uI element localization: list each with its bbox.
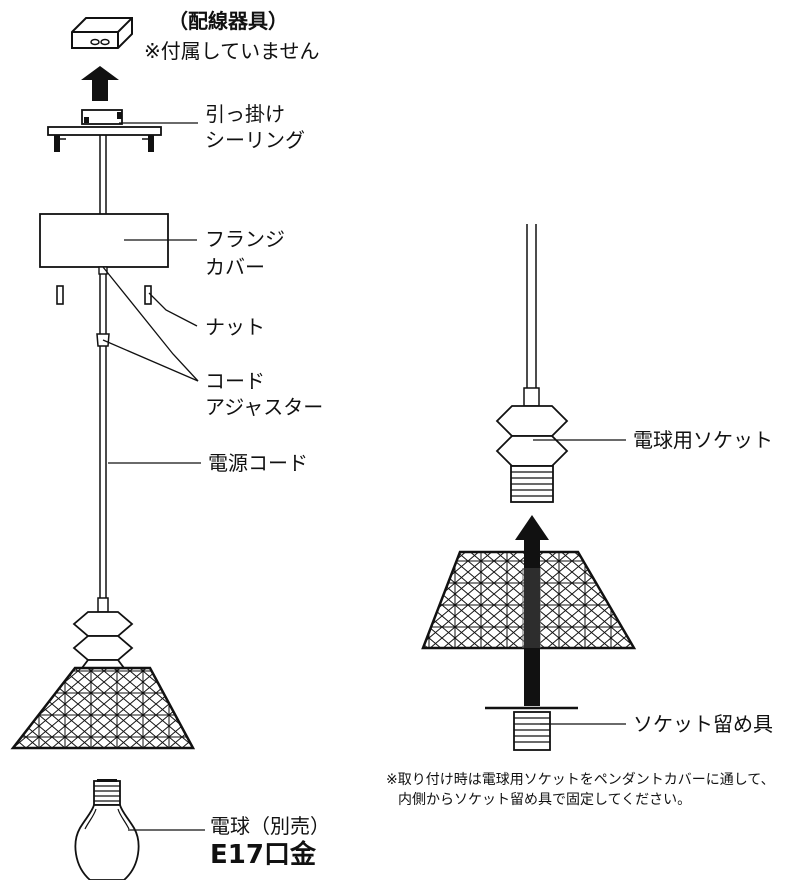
label-nut: ナット (205, 315, 265, 339)
label-flange-1: フランジ (205, 227, 285, 251)
label-bulb-socket: 電球用ソケット (633, 428, 773, 452)
socket-left (72, 611, 134, 669)
socket-cord-right (523, 224, 540, 407)
lamp-shade-left (10, 666, 196, 750)
label-power-cord: 電源コード (208, 451, 308, 475)
wiring-fixture-box (71, 17, 133, 49)
leader-lines-left (102, 122, 205, 831)
label-fixture-title: （配線器具） (168, 9, 288, 33)
label-ceiling-hook-2: シーリング (205, 128, 305, 152)
nut-left (56, 285, 64, 305)
label-bulb-2: E17口金 (210, 840, 316, 870)
assembly-note-1: ※取り付け時は電球用ソケットをペンダントカバーに通して、 (386, 772, 775, 788)
label-ceiling-hook-1: 引っ掛け (205, 102, 285, 126)
ceiling-hook-plate (47, 109, 162, 152)
label-bulb-1: 電球（別売） (210, 814, 330, 838)
power-cord (96, 266, 110, 613)
label-adjuster-1: コード (205, 369, 265, 393)
label-adjuster-2: アジャスター (205, 395, 324, 419)
assembly-note-2: 内側からソケット留め具で固定してください。 (398, 792, 692, 808)
leader-lines-right (533, 439, 626, 725)
label-fixture-note: ※付属していません (144, 39, 320, 63)
bulb-socket-right (495, 405, 569, 503)
cord-upper (99, 135, 107, 214)
up-arrow-icon (81, 66, 119, 101)
label-socket-ring: ソケット留め具 (633, 712, 773, 736)
light-bulb (0, 779, 200, 884)
label-flange-2: カバー (205, 255, 265, 279)
socket-retaining-ring (485, 706, 578, 751)
insert-arrow-icon (515, 515, 549, 706)
